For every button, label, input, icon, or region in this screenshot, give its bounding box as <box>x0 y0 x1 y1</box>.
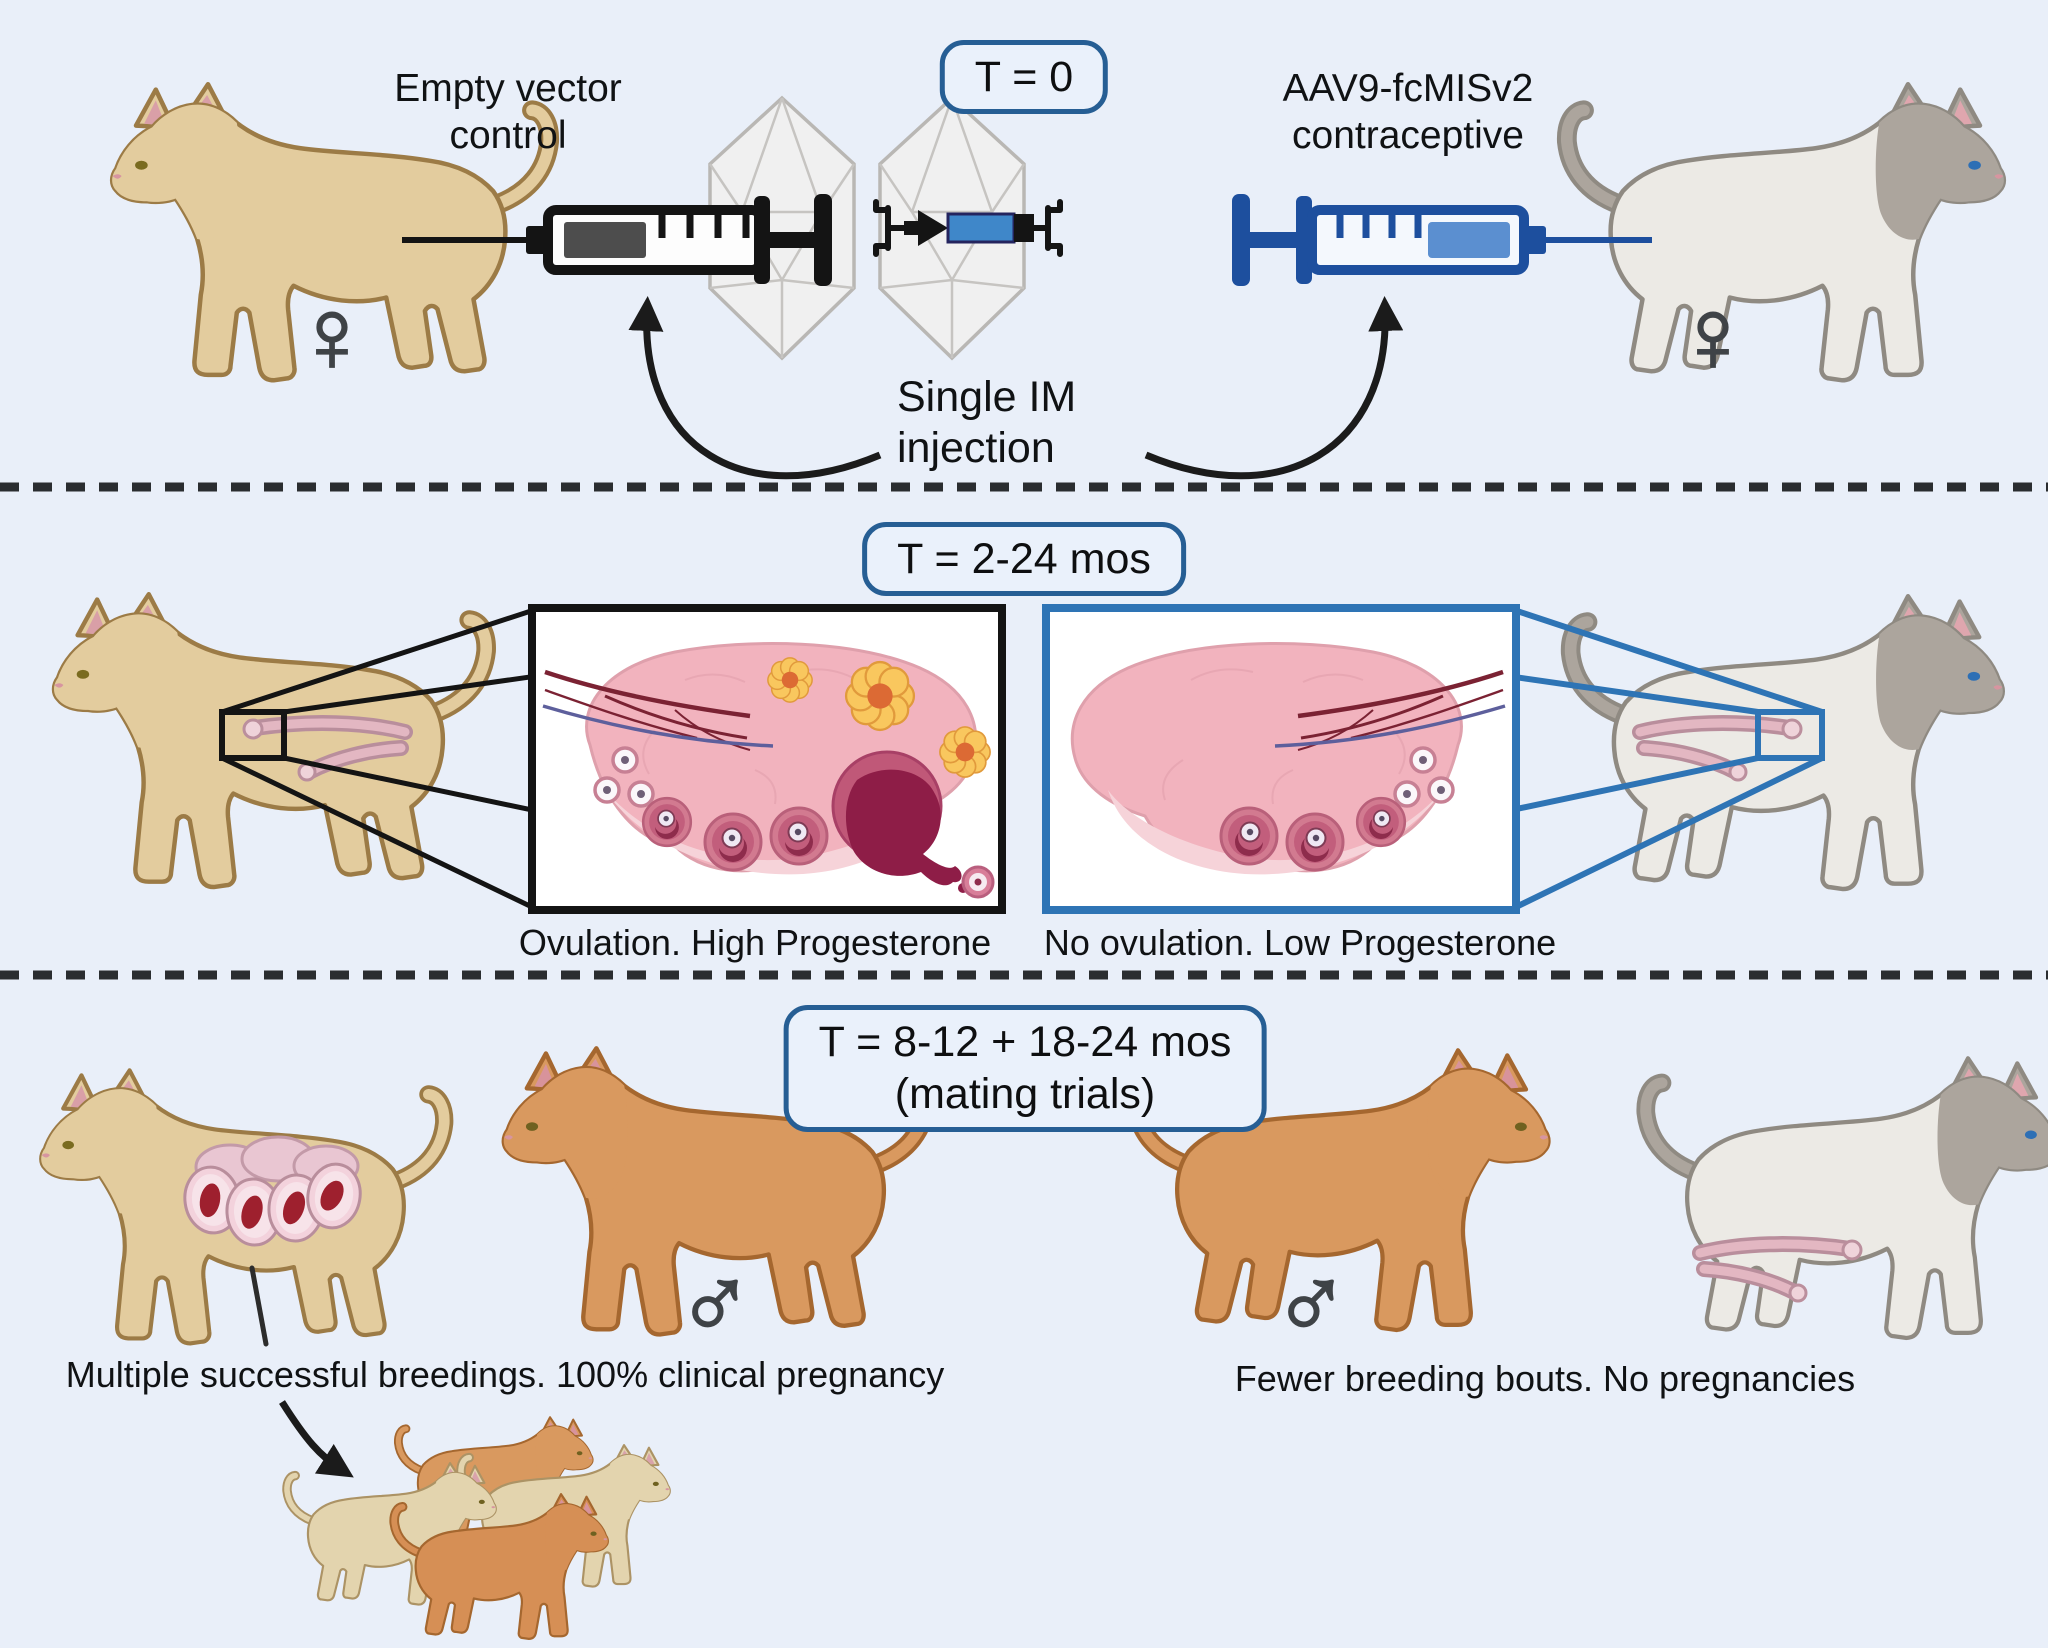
ovary-inset-control <box>528 604 1006 914</box>
aav-capsid-transgene-icon <box>873 95 1063 361</box>
treated-female-cat-t2 <box>1570 596 2003 890</box>
transgene-construct-icon <box>873 199 1063 257</box>
aav-capsid-empty-icon <box>708 95 856 361</box>
ruptured-follicle-icon <box>831 750 968 893</box>
kittens-arrow <box>279 1400 354 1478</box>
timepoint-badge-mating: T = 8-12 + 18-24 mos (mating trials) <box>783 1005 1267 1132</box>
pregnant-uterus-embryos-icon <box>183 1135 362 1247</box>
timepoint-badge-t2-24: T = 2-24 mos <box>862 522 1186 597</box>
treated-female-cat-mating <box>1645 1058 2048 1338</box>
breedings-caption: Multiple successful breedings. 100% clin… <box>65 1354 945 1395</box>
timepoint-badge-t0: T = 0 <box>939 40 1109 115</box>
male-symbol-treated: ♂ <box>1271 1242 1351 1358</box>
empty-vector-syringe-icon <box>402 194 832 286</box>
female-symbol-control: ♀ <box>292 278 372 394</box>
empty-vector-label: Empty vector control <box>394 67 622 157</box>
mating-badge-line1: T = 8-12 + 18-24 mos <box>818 1018 1232 1066</box>
control-female-cat-t2 <box>54 594 487 888</box>
zoom-source-rect-blue <box>1755 709 1825 761</box>
male-symbol-control: ♂ <box>675 1242 755 1358</box>
treated-female-cat-t0 <box>1566 84 2004 381</box>
injection-arrow-right <box>1144 296 1404 480</box>
aav9-contraceptive-label: AAV9-fcMISv2 contraceptive <box>1282 67 1534 157</box>
contraceptive-syringe-icon <box>1232 194 1652 286</box>
zoom-source-rect-black <box>219 709 287 761</box>
ovary-inset-treated <box>1042 604 1520 914</box>
pregnancy-leader-line <box>249 1265 269 1347</box>
corpus-luteum-icon <box>767 657 813 703</box>
ovulated-oocyte-icon <box>961 865 995 899</box>
ovulation-caption: Ovulation. High Progesterone <box>518 922 992 963</box>
mating-badge-line2: (mating trials) <box>894 1070 1156 1119</box>
single-im-injection-label: Single IM injection <box>897 373 1077 472</box>
female-symbol-treated: ♀ <box>1673 278 1753 394</box>
injection-arrow-left <box>628 296 882 480</box>
no-pregnancies-caption: Fewer breeding bouts. No pregnancies <box>1234 1358 1856 1399</box>
no-ovulation-caption: No ovulation. Low Progesterone <box>1043 922 1557 963</box>
